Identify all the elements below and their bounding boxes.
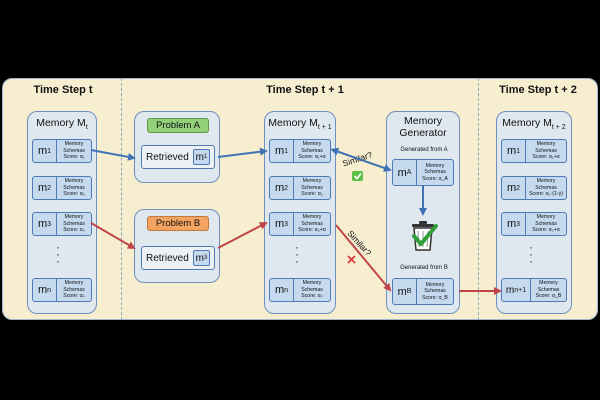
divider-2 bbox=[478, 78, 479, 320]
generated-from-b-label: Generated from B bbox=[400, 265, 448, 271]
ellipsis: · · · bbox=[529, 240, 533, 268]
ellipsis: · · · bbox=[56, 240, 60, 268]
problem-b-title: Problem B bbox=[147, 216, 209, 231]
step-label-t1: Time Step t + 1 bbox=[266, 84, 344, 96]
divider-1 bbox=[121, 78, 122, 320]
ellipsis: · · · bbox=[295, 240, 299, 268]
memory-panel-t2-title: Memory Mt + 2 bbox=[502, 117, 566, 132]
generated-from-a-label: Generated from A bbox=[400, 147, 448, 153]
memory-panel-t1-title: Memory Mt + 1 bbox=[268, 117, 332, 132]
step-label-t: Time Step t bbox=[33, 84, 93, 96]
diagram: Time Step t Time Step t + 1 Time Step t … bbox=[0, 78, 600, 320]
problem-a-title: Problem A bbox=[147, 118, 209, 133]
step-label-t2: Time Step t + 2 bbox=[499, 84, 577, 96]
memory-panel-t-title: Memory Mt bbox=[36, 117, 88, 132]
